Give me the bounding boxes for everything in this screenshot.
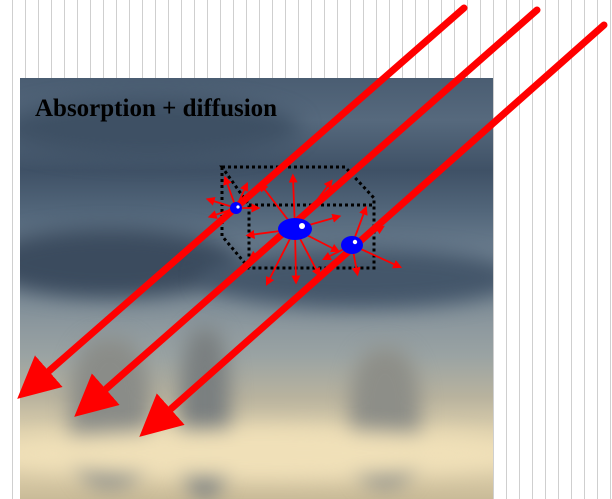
incident-light-ray bbox=[139, 21, 608, 437]
volume-front-face bbox=[220, 167, 251, 269]
particle-medium bbox=[341, 236, 363, 254]
particle-large bbox=[278, 218, 312, 240]
light-horizon bbox=[20, 428, 493, 478]
incident-light-ray bbox=[74, 6, 541, 417]
particles bbox=[230, 202, 363, 254]
incident-light-rays bbox=[17, 4, 608, 437]
incident-light-ray bbox=[17, 4, 468, 399]
particle-small bbox=[230, 202, 242, 214]
volume-back-face bbox=[219, 165, 376, 270]
diagram-title: Absorption + diffusion bbox=[35, 95, 278, 122]
dark-cloud-band bbox=[20, 98, 300, 158]
